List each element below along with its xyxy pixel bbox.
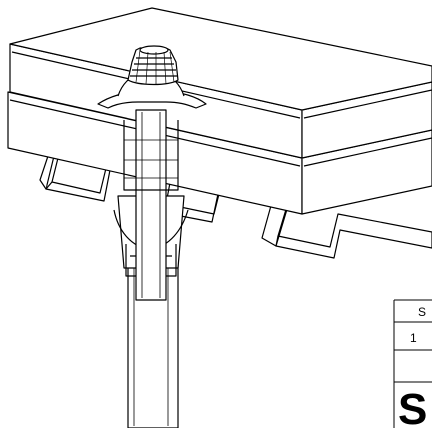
drawing-lines — [7, 7, 432, 428]
title-block-cell-2: 1 — [410, 331, 417, 345]
logo-letter: S — [398, 385, 427, 428]
title-block: S 1 S — [393, 299, 432, 428]
vent-body — [123, 109, 179, 301]
title-block-cell-1: S — [418, 305, 426, 319]
vent-cap — [127, 45, 179, 86]
